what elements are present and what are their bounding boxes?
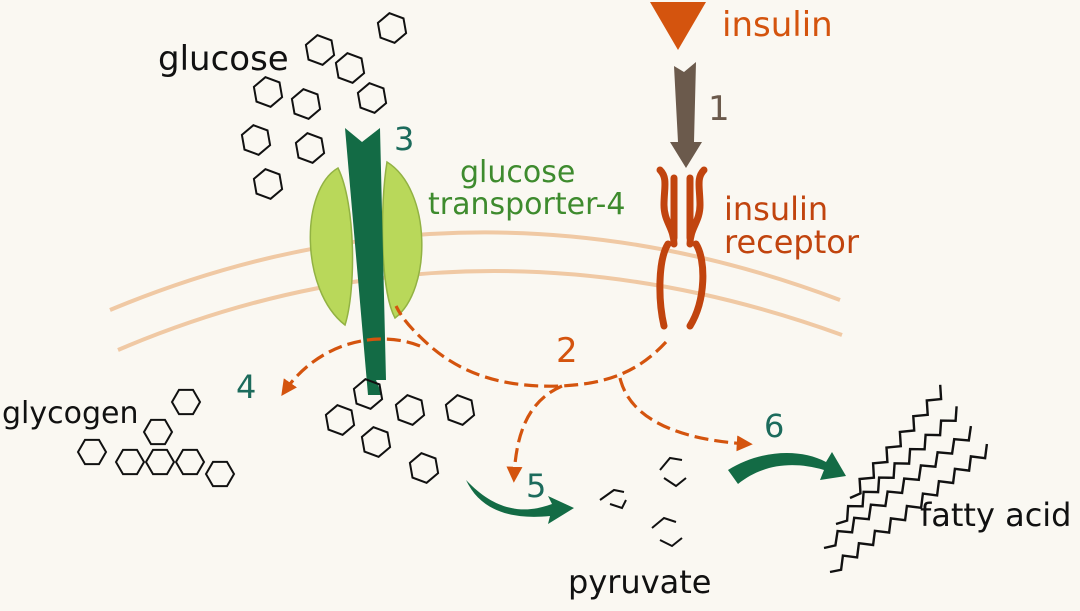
glucose-transporter-4	[309, 160, 423, 327]
lipogenesis-arrow	[728, 452, 846, 484]
signaling-cascade	[281, 305, 753, 483]
fatty-acid-chain	[835, 406, 958, 526]
glucose-molecule	[240, 124, 272, 156]
fatty-acid-chain	[849, 384, 943, 500]
glucose-molecules-outside	[240, 12, 408, 200]
step-2-number: 2	[556, 331, 578, 371]
glycogen-unit	[204, 460, 236, 488]
glucose-molecule	[290, 88, 322, 120]
receptor-label-line1: insulin	[724, 190, 828, 228]
glut4-label-line2: transporter-4	[428, 187, 625, 222]
step-5-number: 5	[526, 467, 546, 505]
glucose-molecule	[334, 52, 366, 84]
glycogen-unit	[114, 448, 146, 476]
fatty-acid-label: fatty acid	[920, 496, 1071, 534]
glucose-transport-arrow	[345, 128, 386, 395]
receptor-label-line2: receptor	[724, 223, 860, 261]
glucose-molecule	[394, 394, 426, 426]
signal-to-fatty-acid	[618, 377, 753, 452]
glycogen-unit	[144, 448, 176, 476]
glucose-molecule	[294, 132, 326, 164]
fatty-acid-chains	[823, 384, 989, 574]
glucose-molecule	[444, 394, 476, 426]
signal-to-pyruvate	[506, 384, 563, 483]
signal-to-glycogen	[281, 337, 421, 396]
fatty-acid-chain	[823, 425, 973, 550]
transporter-left-lobe	[309, 166, 354, 327]
glucose-molecules-inside	[324, 378, 476, 484]
step-6-number: 6	[764, 407, 784, 445]
glucose-molecule	[252, 168, 284, 200]
step-4-number: 4	[236, 368, 256, 406]
insulin-receptor	[656, 166, 708, 330]
glucose-molecule	[304, 34, 336, 66]
glucose-molecule	[252, 76, 284, 108]
cell-membrane	[109, 230, 843, 352]
step-3-number: 3	[394, 120, 414, 158]
glycogen-unit	[170, 388, 202, 416]
glycogen-label: glycogen	[2, 396, 139, 431]
glucose-molecule	[356, 82, 388, 114]
insulin-triangle	[650, 2, 706, 50]
glycogen-unit	[174, 448, 206, 476]
glucose-molecule	[324, 404, 356, 436]
glycogen-unit	[142, 418, 174, 446]
glycolysis-arrow	[466, 480, 574, 524]
glucose-molecule	[376, 12, 408, 44]
glucose-label: glucose	[158, 39, 289, 79]
pyruvate-label: pyruvate	[568, 563, 711, 601]
fatty-acid-chain	[829, 443, 989, 574]
insulin-label: insulin	[722, 5, 833, 45]
insulin-binding-arrow	[670, 62, 702, 168]
glut4-label-line1: glucose	[460, 155, 575, 190]
glycogen-unit	[76, 438, 108, 466]
signal-main-path	[394, 305, 668, 388]
glucose-molecule	[360, 426, 392, 458]
glycogen-polymer	[76, 388, 236, 488]
glucose-molecule	[408, 452, 440, 484]
step-1-number: 1	[708, 89, 730, 129]
transporter-right-lobe	[381, 160, 423, 320]
glucose-molecule	[352, 378, 384, 410]
pyruvate-molecules	[599, 456, 687, 548]
